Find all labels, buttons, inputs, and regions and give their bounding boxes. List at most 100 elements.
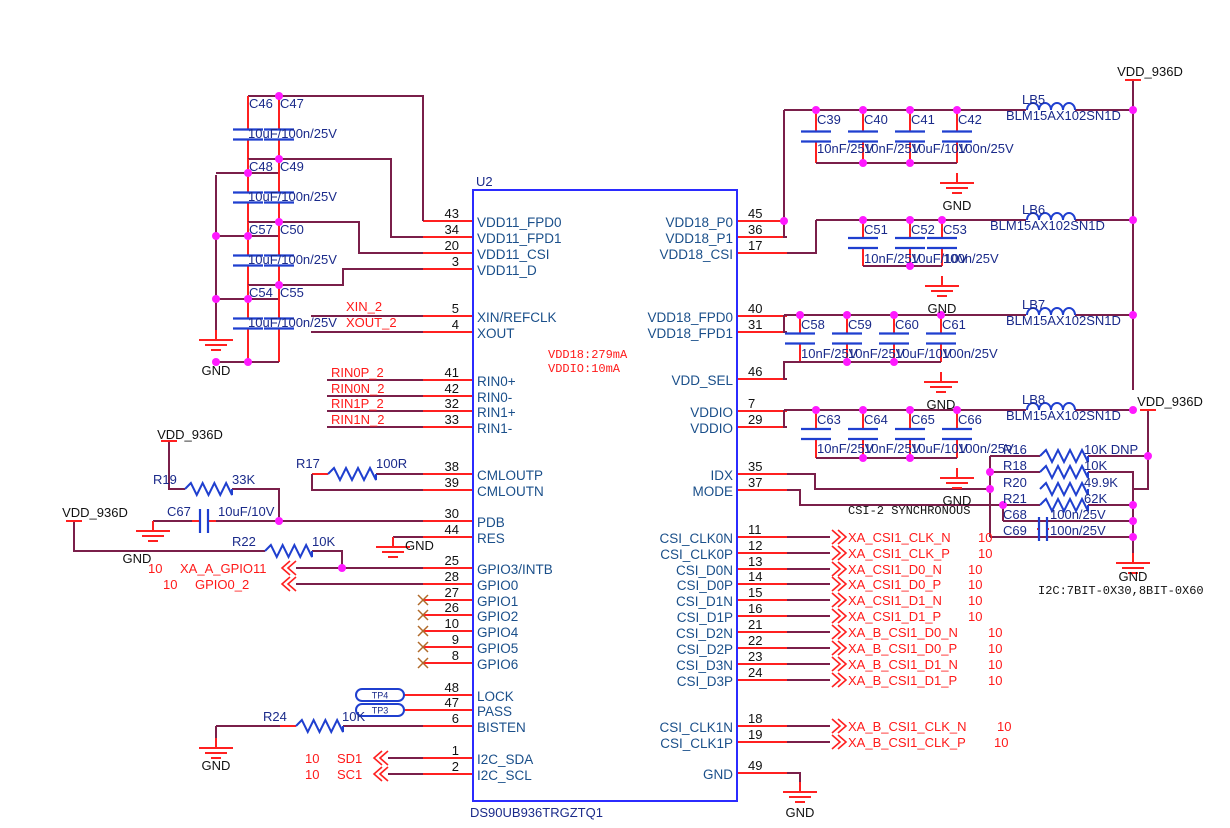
cap-value: 10nF/25V <box>801 346 858 361</box>
offsheet-port-icon[interactable] <box>372 766 389 782</box>
resistor-icon <box>1039 496 1089 514</box>
power-label: VDD_936D <box>157 427 223 442</box>
offsheet-port-icon[interactable] <box>372 750 389 766</box>
junction-dot <box>1129 406 1137 414</box>
cap-value: 100n/25V <box>1050 507 1106 522</box>
cap-value: 10nF/25V <box>864 441 921 456</box>
cap-ref: C50 <box>280 222 304 237</box>
junction-dot <box>244 295 252 303</box>
offsheet-port-icon[interactable] <box>831 672 848 688</box>
ferrite-bead-icon <box>1026 307 1076 316</box>
cap-ref: C49 <box>280 159 304 174</box>
junction-dot <box>1129 216 1137 224</box>
net-pdb <box>232 488 280 521</box>
ic-part-number: DS90UB936TRGZTQ1 <box>470 805 603 820</box>
ferrite-part: BLM15AX102SN1D <box>1006 108 1121 123</box>
offsheet-port-icon[interactable] <box>831 718 848 734</box>
resistor-icon <box>264 542 313 560</box>
pin-number: 49 <box>748 758 762 773</box>
junction-dot <box>906 216 914 224</box>
resistor-icon <box>327 465 377 483</box>
cap-ref: C65 <box>911 412 935 427</box>
offsheet-port-icon[interactable] <box>280 560 297 576</box>
junction-dot <box>906 262 914 270</box>
gnd-label: GND <box>202 758 231 773</box>
pin-name: GPIO0 <box>477 578 518 593</box>
cap-ref: C55 <box>280 285 304 300</box>
offsheet-port-icon[interactable] <box>831 608 848 624</box>
junction-dot <box>244 232 252 240</box>
junction-dot <box>1129 106 1137 114</box>
pin-name: VDD18_FPD0 <box>647 310 733 325</box>
offsheet-port-icon[interactable] <box>831 529 848 545</box>
offsheet-port-icon[interactable] <box>831 576 848 592</box>
cap-value: 10uF/100n/25V <box>248 189 337 204</box>
port-name: XA_B_CSI1_CLK_P <box>848 735 966 750</box>
i2c-address-note: I2C:7BIT-0X30,8BIT-0X60 <box>1038 584 1204 598</box>
rail-net <box>783 315 787 333</box>
components <box>66 79 1156 803</box>
res-value: 10K <box>312 534 335 549</box>
port-page: 10 <box>968 562 982 577</box>
junction-dot <box>986 468 994 476</box>
cap-value: 10nF/25V <box>864 141 921 156</box>
test-point[interactable] <box>355 688 405 702</box>
cap-ref: C48 <box>249 159 273 174</box>
pin-number: 1 <box>452 743 459 758</box>
cap-value: 10uF/100n/25V <box>248 126 337 141</box>
ferrite-ref: LB8 <box>1022 392 1045 407</box>
gnd-label: GND <box>943 198 972 213</box>
pin-number: 4 <box>452 317 459 332</box>
pin-number: 31 <box>748 317 762 332</box>
test-point[interactable] <box>355 703 405 717</box>
offsheet-port-icon[interactable] <box>831 561 848 577</box>
junction-dot <box>244 169 252 177</box>
cap-ref: C46 <box>249 96 273 111</box>
pin-number: 9 <box>452 632 459 647</box>
port-name: XA_CSI1_D1_P <box>848 609 941 624</box>
junction-dot <box>275 155 283 163</box>
offsheet-port-icon[interactable] <box>831 734 848 750</box>
pin-number: 36 <box>748 222 762 237</box>
pin-name: VDD18_CSI <box>659 247 733 262</box>
mode-note: CSI-2 SYNCHRONOUS <box>848 504 970 518</box>
cap-ref: C41 <box>911 112 935 127</box>
pin-name: CSI_D2N <box>676 626 733 641</box>
pin-number: 13 <box>748 554 762 569</box>
junction-dot <box>1129 311 1137 319</box>
pin-number: 7 <box>748 396 755 411</box>
pin-number: 19 <box>748 727 762 742</box>
offsheet-port-icon[interactable] <box>831 592 848 608</box>
pin-name: LOCK <box>477 689 514 704</box>
pin-number: 3 <box>452 254 459 269</box>
port-page: 10 <box>968 593 982 608</box>
offsheet-port-icon[interactable] <box>831 640 848 656</box>
offsheet-port-icon[interactable] <box>831 656 848 672</box>
pin-number: 14 <box>748 569 762 584</box>
cap-ref: C63 <box>817 412 841 427</box>
junction-dot <box>986 485 994 493</box>
pin-number: 11 <box>748 522 762 537</box>
junction-dot <box>1144 452 1152 460</box>
resistor-icon <box>1039 463 1089 481</box>
pin-name: I2C_SCL <box>477 768 532 783</box>
pin-number: 17 <box>748 238 762 253</box>
supply-net <box>279 95 424 221</box>
junction-dot <box>812 406 820 414</box>
pin-name: CSI_D0P <box>677 578 733 593</box>
port-name: GPIO0_2 <box>195 577 249 592</box>
offsheet-port-icon[interactable] <box>831 624 848 640</box>
power-label: VDD_936D <box>1137 394 1203 409</box>
cap-value: 100n/25V <box>943 251 999 266</box>
pin-name: VDD18_P0 <box>665 215 733 230</box>
cap-ref: C54 <box>249 285 273 300</box>
cap-value: 10uF/100n/25V <box>248 315 337 330</box>
rail-net <box>783 221 787 238</box>
test-point-label: TP4 <box>372 691 389 701</box>
net-cmloutn <box>311 474 423 491</box>
offsheet-port-icon[interactable] <box>831 545 848 561</box>
res-ref: R16 <box>1003 442 1027 457</box>
gnd-label: GND <box>928 301 957 316</box>
offsheet-port-icon[interactable] <box>280 576 297 592</box>
junction-dot <box>338 564 346 572</box>
